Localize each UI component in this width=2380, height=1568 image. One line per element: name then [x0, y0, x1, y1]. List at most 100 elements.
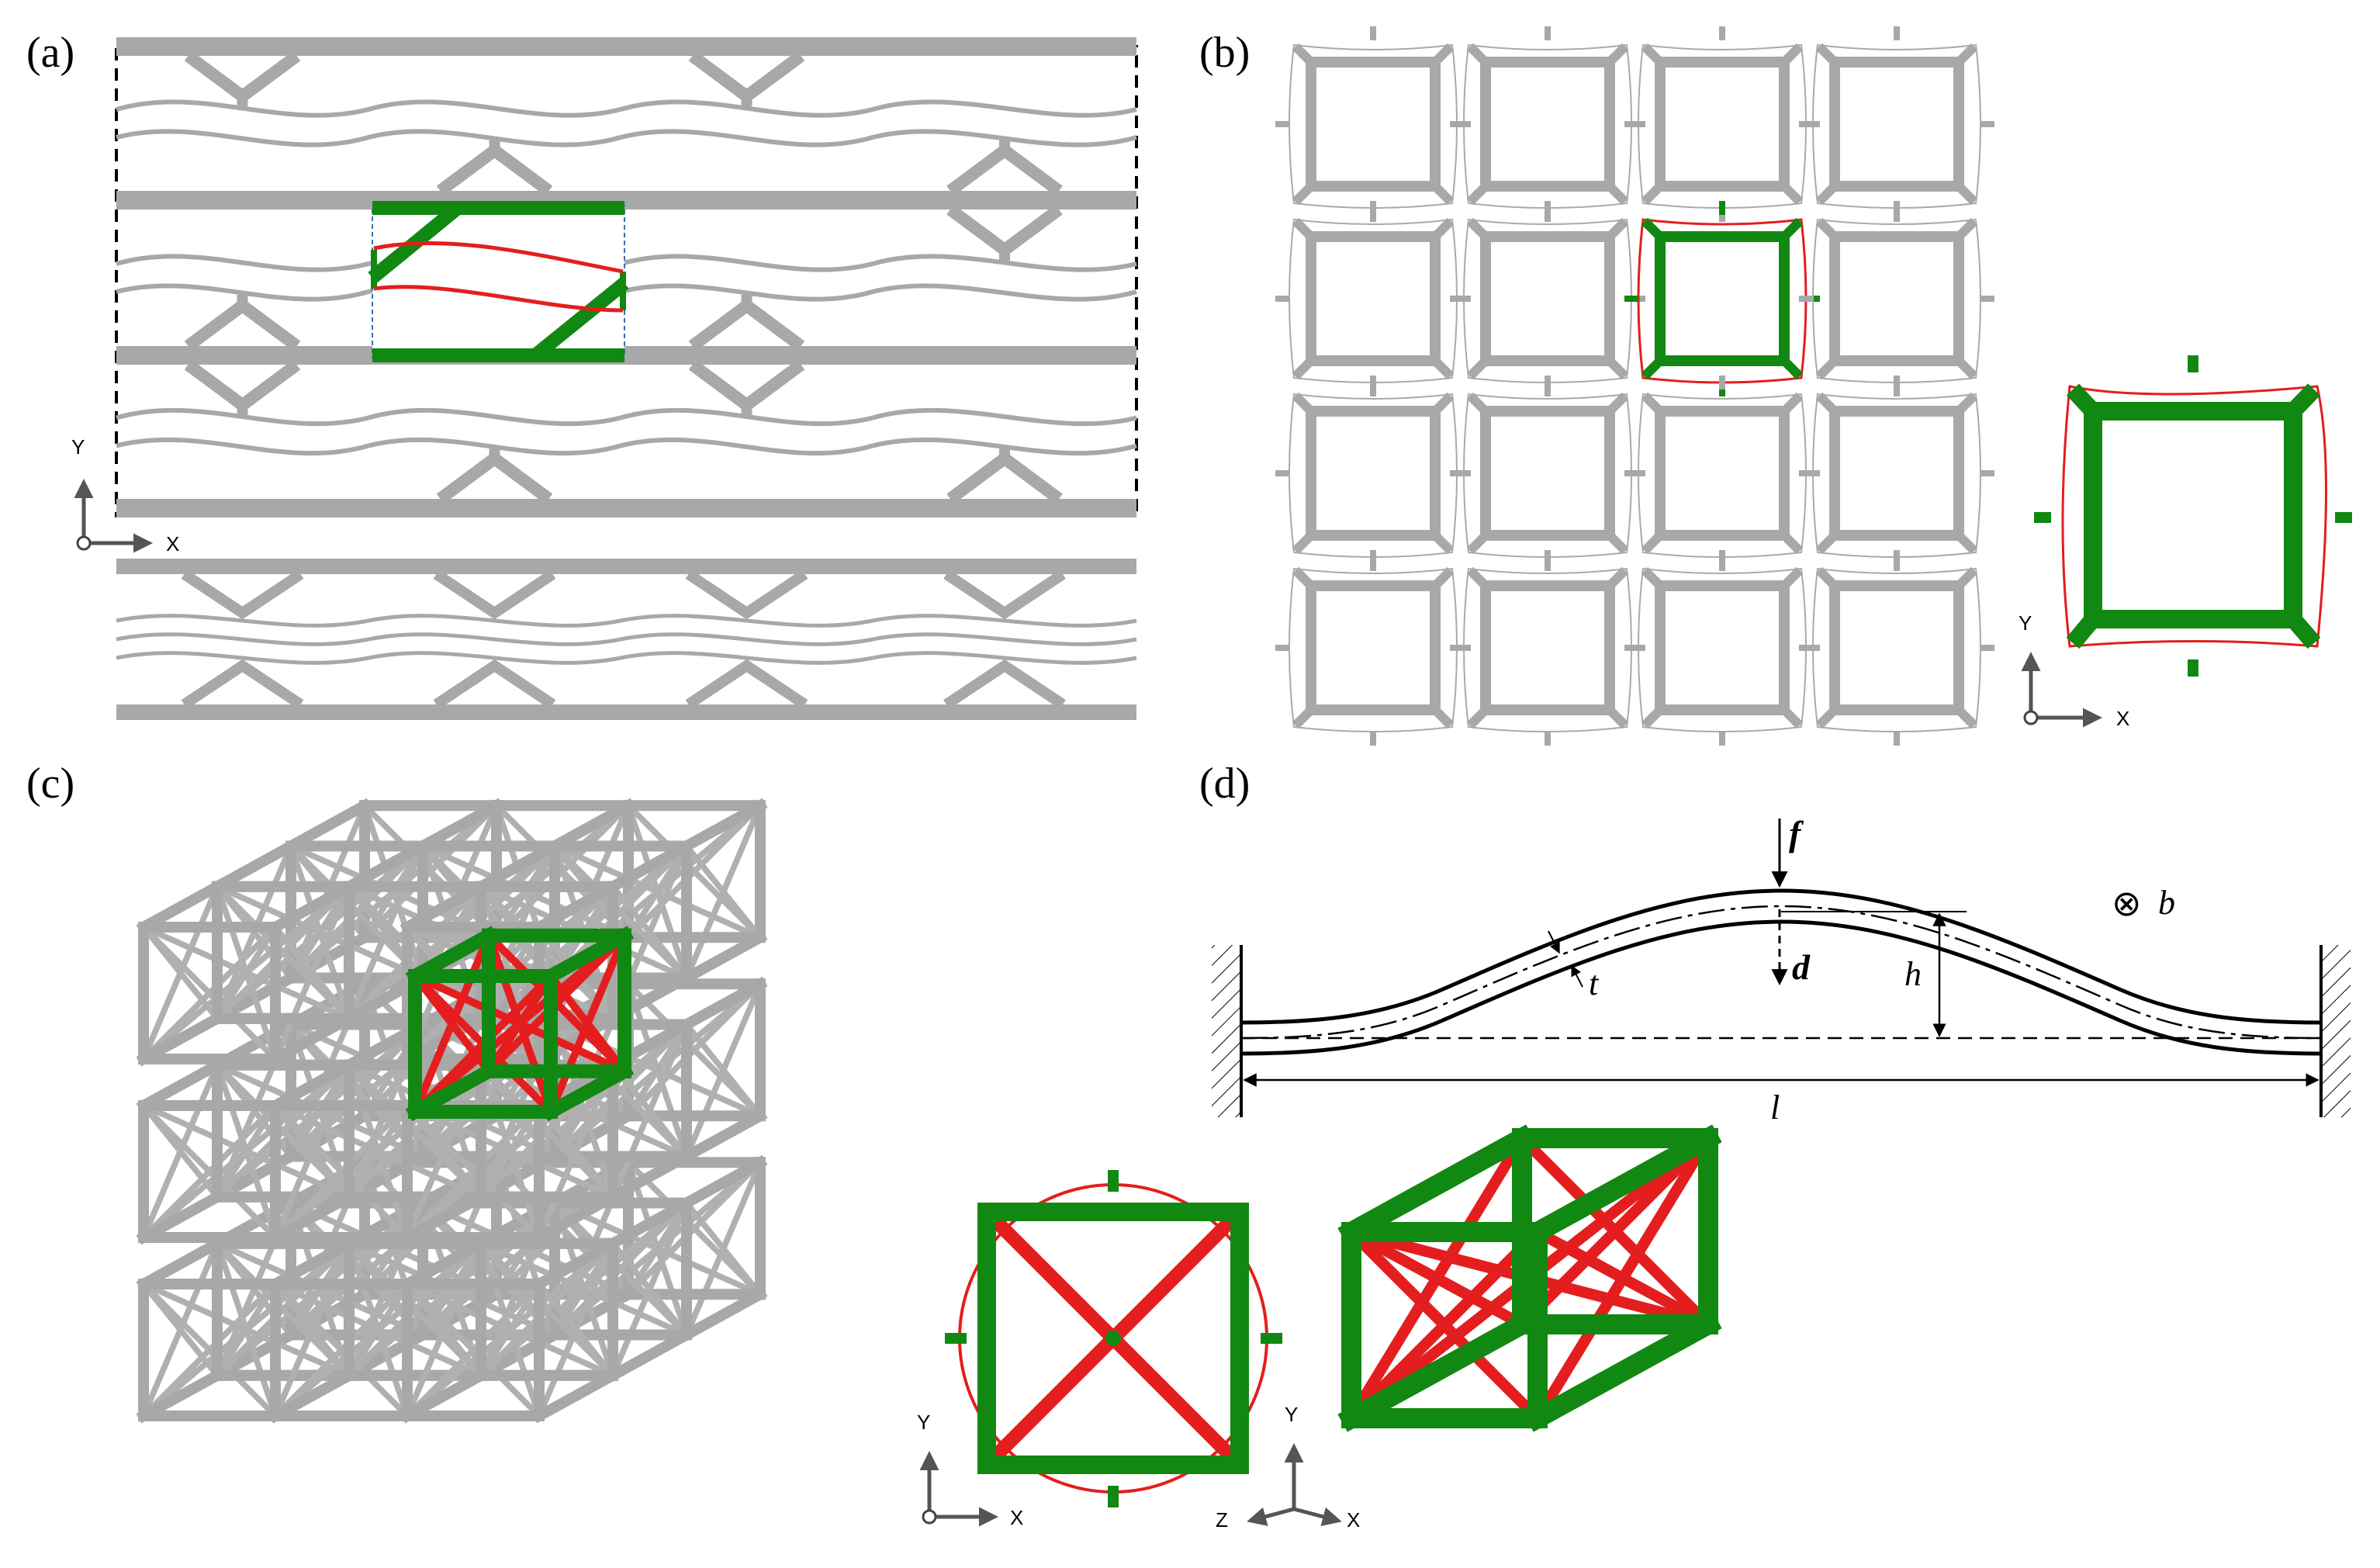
curved-beam	[368, 632, 621, 646]
curved-beam	[872, 614, 1137, 628]
width-out-of-plane-symbol: ⊗	[2112, 882, 2142, 924]
v-strut	[946, 451, 1063, 504]
square-unit-cell	[1624, 26, 1820, 222]
axis-y-label-b: Y	[2019, 611, 2032, 635]
horizontal-bar	[116, 346, 1136, 365]
v-strut	[946, 143, 1063, 196]
square-unit-cell	[1275, 376, 1471, 571]
v-strut	[946, 204, 1063, 258]
curved-beam	[620, 407, 873, 427]
panel-label-a: (a)	[26, 29, 75, 77]
force-symbol: f	[1789, 814, 1804, 853]
axis-x-label-b: X	[2116, 707, 2129, 730]
curved-beam	[872, 99, 1137, 118]
axis-y-label-c3d: Y	[1285, 1403, 1298, 1426]
panel-c: Y X Y Z X	[136, 798, 1722, 1532]
axis-x-label-c3d: X	[1347, 1508, 1360, 1532]
square-unit-cell	[1799, 376, 1994, 571]
panel-label-c: (c)	[26, 760, 75, 808]
unit-cube-3d	[1337, 1124, 1722, 1432]
v-strut	[433, 659, 556, 709]
lattice-cube	[400, 1236, 621, 1424]
curved-beam	[872, 651, 1137, 665]
v-strut	[688, 298, 805, 351]
curved-beam	[872, 407, 1137, 427]
curved-beam	[620, 651, 873, 665]
axis-triad-b: Y X	[2019, 611, 2129, 730]
axis-triad-c-3d: Y Z X	[1216, 1403, 1360, 1532]
v-strut	[436, 143, 553, 196]
curved-beam	[368, 437, 621, 456]
curved-beam	[872, 632, 1137, 646]
square-unit-cell	[1450, 201, 1645, 396]
lattice-cube	[136, 879, 357, 1067]
curved-beam	[368, 651, 621, 665]
v-strut	[436, 451, 553, 504]
beam-bottom-edge	[1240, 919, 2322, 1056]
horizontal-bar	[116, 37, 1136, 56]
panel-a: Y X	[71, 37, 1138, 720]
curved-beam	[368, 614, 621, 628]
square-unit-cell	[1275, 201, 1471, 396]
width-symbol: b	[2158, 884, 2175, 922]
highlighted-unit-cell	[1624, 201, 1820, 396]
curved-beam	[620, 254, 873, 272]
curved-beam	[368, 407, 621, 427]
v-strut	[184, 298, 301, 351]
curved-beam	[116, 651, 369, 665]
lattice-a-lower	[116, 559, 1137, 720]
horizontal-bar	[116, 191, 1136, 209]
v-strut	[685, 569, 808, 620]
unit-cell-a	[368, 201, 629, 362]
panel-label-b: (b)	[1199, 29, 1251, 77]
axis-y-label-a: Y	[71, 435, 85, 459]
v-strut	[181, 659, 304, 709]
horizontal-bar	[116, 704, 1136, 720]
panel-d: f d t h l ⊗ b	[1212, 814, 2351, 1127]
curved-beam	[116, 437, 369, 456]
curved-beam	[872, 437, 1137, 456]
length-symbol: l	[1770, 1089, 1780, 1127]
square-unit-cell	[1624, 550, 1820, 746]
axis-z-label-c3d: Z	[1216, 1508, 1228, 1532]
v-strut	[685, 659, 808, 709]
unit-cell-c-front-view	[945, 1170, 1282, 1507]
curved-beam	[116, 283, 369, 302]
curved-beam	[620, 99, 873, 118]
beam-centerline	[1240, 905, 2322, 1040]
axis-triad-c-2d: Y X	[917, 1411, 1023, 1529]
axis-triad-a: Y X	[71, 435, 179, 556]
lattice-a-upper	[116, 37, 1137, 517]
height-symbol: h	[1904, 955, 1922, 993]
square-unit-cell	[1624, 376, 1820, 571]
unit-cell-c-3d-view	[1337, 1124, 1722, 1432]
curved-beam	[620, 632, 873, 646]
curved-beam	[116, 129, 369, 147]
v-strut	[184, 50, 301, 104]
curved-beam	[872, 283, 1137, 302]
v-strut	[184, 359, 301, 413]
curved-beam	[872, 129, 1137, 147]
square-unit-cell	[1799, 550, 1994, 746]
v-strut	[433, 569, 556, 620]
panel-b: Y X	[1275, 26, 2352, 746]
thickness-symbol: t	[1589, 964, 1600, 1002]
v-strut	[943, 659, 1066, 709]
curved-beam	[116, 99, 369, 118]
curved-beam	[116, 407, 369, 427]
beam-top-edge	[1240, 888, 2322, 1025]
panel-label-d: (d)	[1199, 760, 1251, 808]
v-strut	[943, 569, 1066, 620]
right-wall-hatch	[2323, 945, 2351, 1117]
axis-x-label-c2d: X	[1010, 1506, 1023, 1529]
curved-beam	[368, 129, 621, 147]
curved-beam	[116, 632, 369, 646]
square-unit-cell	[1450, 26, 1645, 222]
curved-beam	[872, 254, 1137, 272]
unit-cell-b-zoom	[2034, 355, 2352, 677]
square-unit-cell	[1799, 201, 1994, 396]
v-strut	[688, 359, 805, 413]
v-strut	[688, 50, 805, 104]
left-wall-hatch	[1212, 945, 1240, 1117]
curved-beam	[620, 437, 873, 456]
